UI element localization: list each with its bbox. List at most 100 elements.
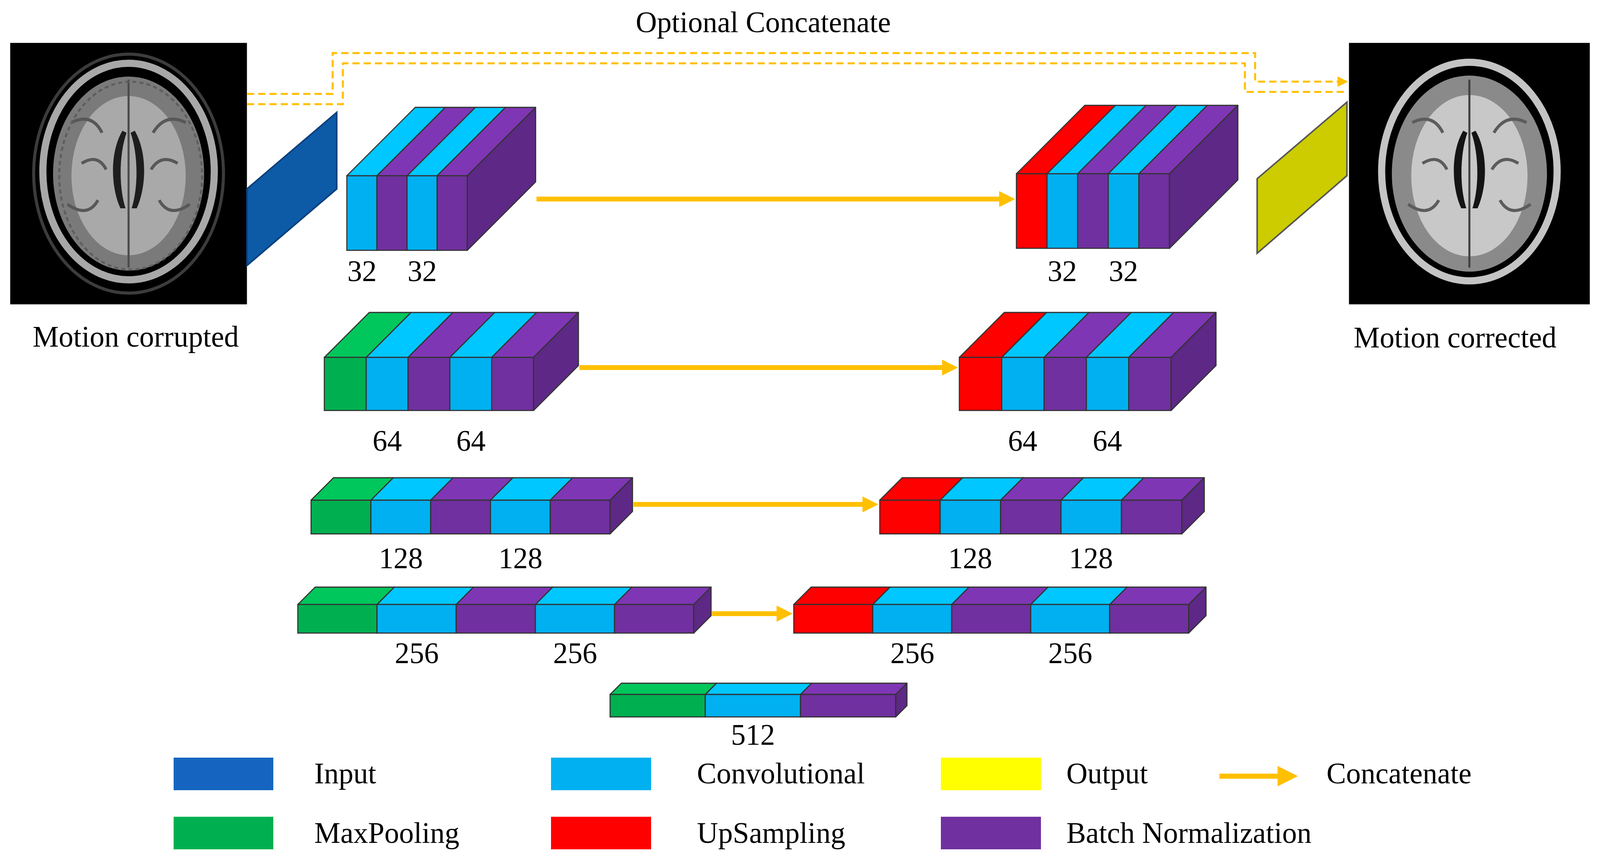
text-holder: 128 — [498, 541, 543, 576]
layer-front-face — [1043, 357, 1086, 411]
arrow-line — [633, 501, 869, 507]
layer-front-face — [800, 693, 896, 717]
legend-swatch — [551, 816, 652, 849]
layer-front-face — [1108, 173, 1139, 248]
concatenate-arrow — [633, 503, 869, 505]
image-node: Motion corrupted — [10, 43, 247, 357]
layer-front-face — [490, 499, 551, 534]
layer-stack: 256 256 — [297, 586, 711, 673]
channel-count: 64 — [1007, 424, 1038, 458]
text-holder: 512 — [731, 717, 776, 752]
layer-stack: 512 — [610, 682, 908, 754]
text-holder: 32 — [1047, 254, 1077, 289]
layer-side-face — [1170, 312, 1216, 411]
text-holder: 64 — [1092, 424, 1123, 458]
input-slab — [246, 112, 337, 266]
layer-front-face — [430, 499, 491, 534]
arrow-line — [536, 196, 1006, 202]
layer-front-face — [1000, 499, 1061, 534]
layer-side-face — [693, 586, 711, 633]
layer-stack: 128 128 — [879, 477, 1205, 578]
layer-front-face — [376, 175, 408, 250]
legend-text: UpSampling — [696, 815, 846, 850]
text-holder: 256 — [890, 636, 935, 670]
layer-stack: 128 128 — [311, 477, 633, 578]
text-holder: Motion corrupted — [32, 319, 239, 354]
mri-image — [10, 43, 247, 305]
layer-front-face — [407, 175, 438, 250]
layer-stack-drawing — [311, 477, 633, 534]
image-ground — [1348, 43, 1590, 305]
text-holder: Concatenate — [1326, 756, 1472, 791]
legend-text: Output — [1066, 756, 1148, 791]
layer-front-face — [879, 499, 941, 534]
text-holder: 32 — [1108, 254, 1139, 289]
ventricle — [1471, 130, 1486, 209]
layer-front-face — [951, 604, 1031, 633]
layer-front-face — [940, 499, 1001, 534]
channel-count: 32 — [407, 254, 437, 289]
layer-side-face — [1188, 586, 1207, 633]
layer-front-face — [370, 499, 431, 534]
arrow-line — [579, 364, 949, 370]
layer-stack-drawing — [793, 586, 1207, 633]
midline — [1468, 79, 1471, 268]
channel-count: 64 — [1092, 424, 1123, 458]
layer-front-face — [872, 604, 953, 633]
text-holder: 32 — [407, 254, 437, 289]
legend-swatch — [173, 816, 274, 849]
brain — [53, 76, 205, 271]
channel-count: 128 — [948, 541, 993, 576]
channel-count: 128 — [1069, 541, 1114, 576]
layer-front-face — [1086, 357, 1129, 411]
text-holder: Motion corrected — [1353, 320, 1557, 355]
layer-front-face — [1016, 173, 1047, 248]
legend-text: MaxPooling — [314, 815, 460, 850]
channel-count: 256 — [1048, 636, 1093, 670]
image-caption: Motion corrupted — [32, 319, 239, 354]
image-ground — [10, 43, 247, 305]
layer-side-face — [610, 477, 633, 534]
image-node: Motion corrected — [1348, 43, 1590, 358]
ventricle — [130, 130, 145, 209]
layer-stack-drawing — [879, 477, 1205, 534]
channel-count: 256 — [553, 636, 598, 670]
skull — [1381, 62, 1558, 281]
layer-side-face — [1181, 477, 1205, 534]
brain — [1391, 75, 1547, 272]
layer-front-face — [324, 357, 367, 411]
text-holder: Input — [314, 756, 377, 791]
layer-front-face — [793, 604, 873, 633]
text-holder: 256 — [394, 636, 439, 670]
channel-count: 64 — [456, 424, 486, 458]
layer-top-face — [705, 682, 812, 695]
layer-stack: 3232 — [346, 107, 536, 291]
ventricle — [1453, 130, 1468, 209]
layer-stack: 256 256 — [793, 586, 1207, 673]
text-holder: Convolutional — [696, 756, 865, 791]
text-holder: 128 — [948, 541, 993, 576]
text-holder: 64 — [372, 424, 402, 458]
layer-stack-drawing — [959, 312, 1217, 411]
channel-count: 256 — [890, 636, 935, 670]
legend-swatch — [173, 757, 274, 790]
channel-count: 32 — [1047, 254, 1077, 289]
channel-count: 256 — [394, 636, 439, 670]
dashed-line — [246, 53, 1342, 95]
layer-front-face — [1138, 173, 1170, 248]
layer-stack: 64 64 — [324, 312, 579, 461]
layer-front-face — [297, 604, 377, 633]
mri-image — [1348, 43, 1590, 305]
layer-front-face — [614, 604, 694, 633]
channel-count: 128 — [379, 541, 424, 576]
output-slab — [1257, 102, 1347, 254]
legend-swatch — [551, 757, 652, 790]
concatenate-arrow — [536, 198, 1006, 200]
layer-front-face — [1121, 499, 1182, 534]
text-holder: 128 — [379, 541, 424, 576]
layer-side-face — [895, 682, 908, 717]
layer-side-face — [1169, 105, 1238, 248]
